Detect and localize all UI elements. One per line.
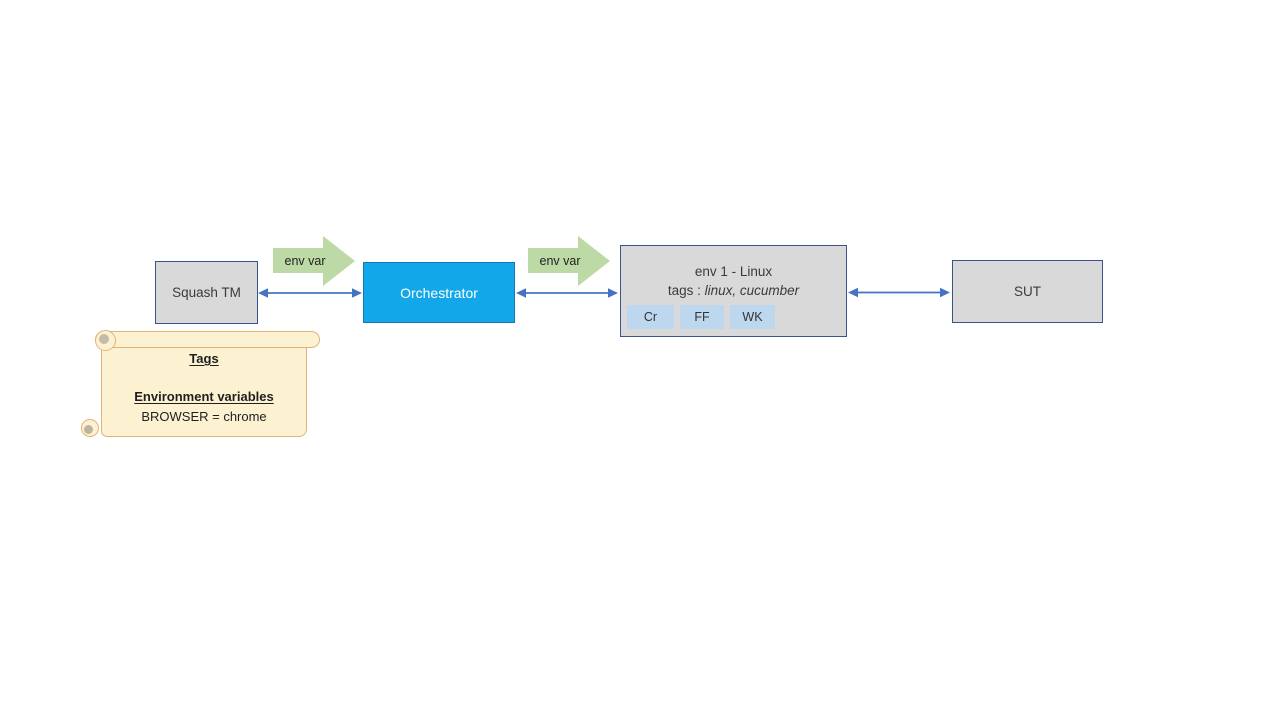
env-var-label-2: env var <box>539 254 581 268</box>
tags-prefix: tags : <box>667 283 701 298</box>
note-body: Tags Environment variables BROWSER = chr… <box>101 347 307 437</box>
env-var-label-1: env var <box>284 254 326 268</box>
double-arrow-squash-orchestrator <box>258 288 362 298</box>
double-arrow-orchestrator-env <box>516 288 618 298</box>
sut-node: SUT <box>952 260 1103 323</box>
scroll-curl-bottom-icon <box>81 419 99 437</box>
environment-tags: tags : linux, cucumber <box>621 281 846 300</box>
environment-title: env 1 - Linux <box>694 264 773 279</box>
note-heading-tags: Tags <box>189 351 219 366</box>
env-var-block-arrow-icon-2 <box>528 236 610 286</box>
note-heading-env-vars: Environment variables <box>134 389 274 404</box>
environment-node: env 1 - Linux tags : linux, cucumber Cr … <box>620 245 847 337</box>
orchestrator-node: Orchestrator <box>363 262 515 323</box>
tags-value: linux, cucumber <box>704 283 800 298</box>
note-scroll: Tags Environment variables BROWSER = chr… <box>78 326 324 442</box>
browser-chip-chrome: Cr <box>627 305 674 329</box>
double-arrow-env-sut <box>848 287 950 298</box>
scroll-curl-top-icon <box>95 330 116 351</box>
squash-tm-label: Squash TM <box>172 285 241 300</box>
orchestrator-label: Orchestrator <box>400 284 478 301</box>
sut-label: SUT <box>1014 284 1041 299</box>
scroll-top-roll <box>95 331 320 348</box>
note-browser-line: BROWSER = chrome <box>141 409 267 424</box>
browser-chip-webkit: WK <box>730 305 775 329</box>
browser-chip-firefox: FF <box>680 305 724 329</box>
squash-tm-node: Squash TM <box>155 261 258 324</box>
env-var-block-arrow-icon-1 <box>273 236 355 286</box>
browser-chip-row: Cr FF WK <box>627 305 775 329</box>
